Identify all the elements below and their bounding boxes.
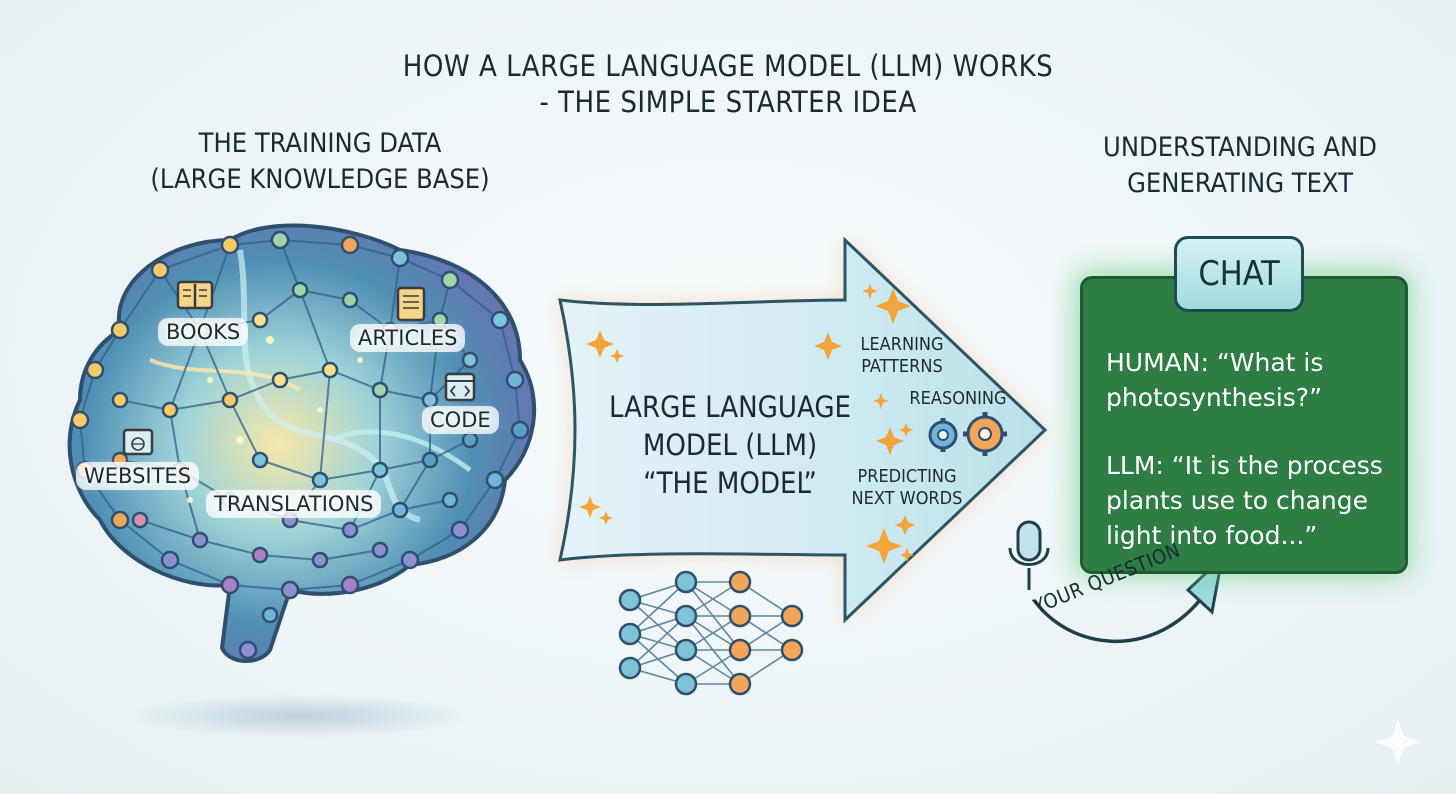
source-websites: WEBSITES	[76, 462, 200, 490]
source-articles: ARTICLES	[350, 324, 466, 352]
model-arrow	[558, 236, 1048, 624]
model-name-line-1: LARGE LANGUAGE	[608, 390, 852, 424]
corner-sparkle-icon	[1376, 720, 1420, 764]
human-message-line-1: HUMAN: “What is	[1106, 348, 1324, 377]
source-translations: TRANSLATIONS	[206, 490, 382, 518]
output-heading-line-2: GENERATING TEXT	[1127, 168, 1353, 199]
step-predicting-line-2: NEXT WORDS	[851, 488, 963, 509]
chat-panel	[1080, 276, 1408, 574]
code-window-icon	[444, 372, 476, 402]
output-heading-line-1: UNDERSTANDING AND	[1103, 132, 1377, 163]
model-name-line-3: “THE MODEL”	[643, 466, 817, 500]
step-predicting-line-1: PREDICTING	[857, 466, 957, 487]
llm-message-line-1: LLM: “It is the process	[1106, 451, 1383, 480]
chat-tag: CHAT	[1174, 236, 1304, 312]
llm-message: LLM: “It is the process plants use to ch…	[1106, 448, 1396, 553]
step-predicting-next-words: PREDICTING NEXT WORDS	[842, 466, 972, 510]
model-name: LARGE LANGUAGE MODEL (LLM) “THE MODEL”	[590, 388, 870, 502]
step-reasoning: REASONING	[909, 388, 1007, 409]
step-learning-patterns: LEARNING PATTERNS	[842, 334, 962, 378]
title-line-1: HOW A LARGE LANGUAGE MODEL (LLM) WORKS	[402, 49, 1054, 83]
human-message: HUMAN: “What is photosynthesis?”	[1106, 345, 1396, 415]
human-message-line-2: photosynthesis?”	[1106, 383, 1323, 412]
step-learning-line-1: LEARNING	[860, 334, 944, 355]
training-data-heading: THE TRAINING DATA (LARGE KNOWLEDGE BASE)	[120, 126, 520, 198]
question-arrow	[1032, 598, 1202, 644]
diagram-title: HOW A LARGE LANGUAGE MODEL (LLM) WORKS -…	[0, 48, 1456, 120]
gears-icon	[928, 412, 1007, 456]
sparkle-icons	[579, 283, 915, 564]
neural-network-icon	[618, 570, 804, 696]
brain-shadow	[130, 694, 470, 738]
output-heading: UNDERSTANDING AND GENERATING TEXT	[1040, 130, 1440, 202]
training-heading-line-1: THE TRAINING DATA	[198, 128, 442, 159]
llm-message-line-3: light into food...”	[1106, 521, 1318, 550]
training-heading-line-2: (LARGE KNOWLEDGE BASE)	[150, 164, 490, 195]
book-icon	[176, 280, 214, 310]
llm-message-line-2: plants use to change	[1106, 486, 1368, 515]
title-line-2: - THE SIMPLE STARTER IDEA	[539, 85, 917, 119]
model-name-line-2: MODEL (LLM)	[642, 428, 818, 462]
microphone-icon	[1008, 520, 1050, 590]
globe-window-icon	[122, 428, 154, 456]
source-code: CODE	[422, 406, 499, 434]
step-learning-line-2: PATTERNS	[861, 356, 943, 377]
source-books: BOOKS	[158, 318, 249, 346]
scroll-icon	[396, 286, 426, 322]
